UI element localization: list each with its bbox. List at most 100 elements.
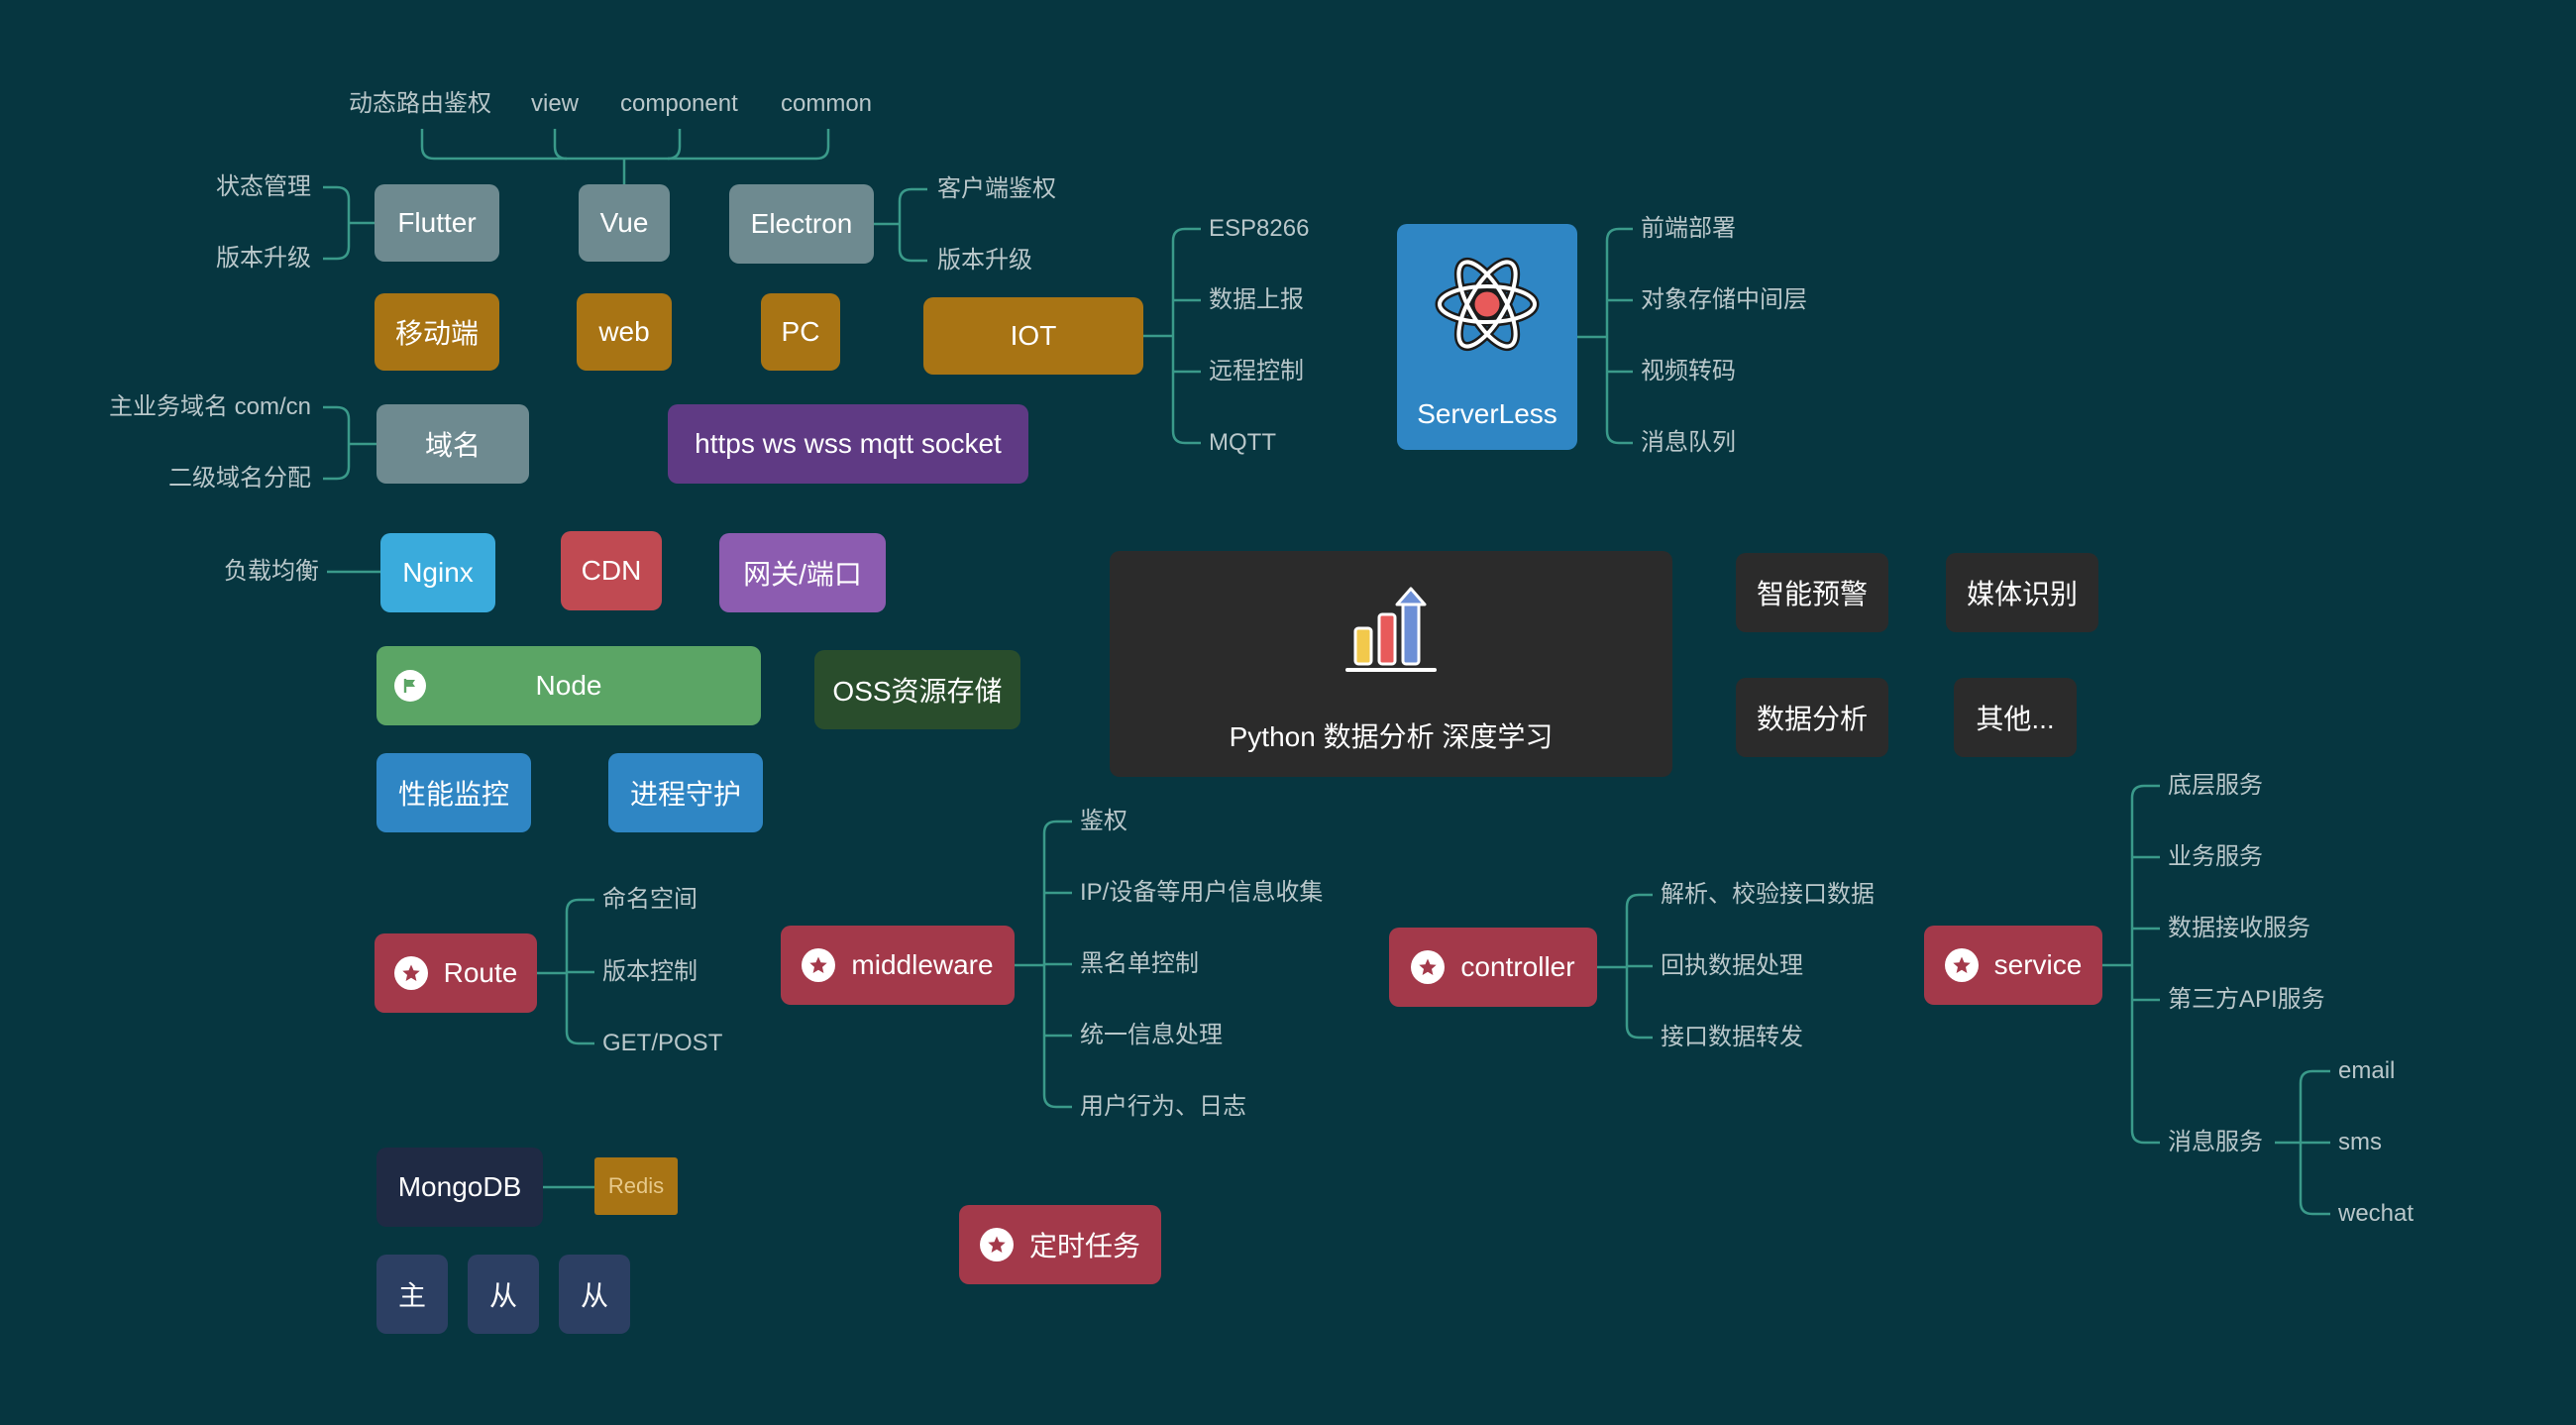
mobile-node[interactable]: 移动端: [375, 293, 499, 371]
electron-child-client-auth: 客户端鉴权: [937, 175, 1056, 202]
serverless-node[interactable]: ServerLess: [1397, 224, 1577, 450]
controller-child-receipt: 回执数据处理: [1661, 952, 1803, 979]
tile-others[interactable]: 其他...: [1954, 678, 2077, 757]
route-child-namespace: 命名空间: [602, 886, 698, 913]
controller-connector: [1625, 893, 1653, 908]
middleware-child-info-collect: IP/设备等用户信息收集: [1080, 879, 1324, 906]
bar-chart-arrow-icon: [1345, 587, 1437, 672]
electron-child-version-upgrade: 版本升级: [937, 247, 1032, 274]
mongodb-node[interactable]: MongoDB: [376, 1148, 543, 1227]
service-child-business: 业务服务: [2168, 843, 2263, 870]
service-connector: [2130, 1130, 2160, 1145]
service-label: service: [1993, 949, 2083, 980]
iot-node[interactable]: IOT: [923, 297, 1143, 375]
nginx-node[interactable]: Nginx: [380, 533, 495, 612]
controller-connector: [1625, 1025, 1653, 1040]
flutter-node[interactable]: Flutter: [375, 184, 499, 262]
db-replica-node[interactable]: 从: [468, 1255, 539, 1334]
node-runtime-bar[interactable]: Node: [376, 646, 761, 725]
gateway-node[interactable]: 网关/端口: [719, 533, 886, 612]
service-node[interactable]: service: [1924, 926, 2102, 1005]
serverless-connector: [1605, 227, 1633, 242]
framework-labels-bracket: [667, 129, 682, 161]
tile-media-recognition[interactable]: 媒体识别: [1946, 553, 2098, 632]
label-component: component: [620, 90, 738, 117]
star-icon: [802, 948, 836, 982]
message-child-wechat: wechat: [2338, 1200, 2415, 1227]
electron-connector: [898, 187, 927, 202]
framework-labels-bracket: [420, 129, 830, 161]
serverless-child-frontend-deploy: 前端部署: [1641, 215, 1736, 242]
electron-connector: [898, 248, 927, 263]
electron-node[interactable]: Electron: [729, 184, 874, 264]
db-replica-node[interactable]: 从: [559, 1255, 630, 1334]
flutter-child-state-management: 状态管理: [216, 173, 311, 200]
controller-child-parse-validate: 解析、校验接口数据: [1661, 881, 1875, 908]
protocols-node[interactable]: https ws wss mqtt socket: [668, 404, 1028, 484]
iot-child-esp8266: ESP8266: [1209, 215, 1310, 242]
db-primary-node[interactable]: 主: [376, 1255, 448, 1334]
web-node[interactable]: web: [577, 293, 672, 371]
tile-data-analysis[interactable]: 数据分析: [1736, 678, 1888, 757]
controller-child-forward: 接口数据转发: [1661, 1024, 1803, 1050]
middleware-child-behavior-log: 用户行为、日志: [1080, 1093, 1246, 1120]
nginx-child-load-balance: 负载均衡: [224, 558, 319, 585]
label-common: common: [781, 90, 873, 117]
flag-icon: [394, 670, 426, 702]
middleware-connector: [1042, 820, 1072, 834]
scheduled-task-node[interactable]: 定时任务: [959, 1205, 1161, 1284]
iot-connector: [1171, 430, 1201, 445]
domain-node[interactable]: 域名: [376, 404, 529, 484]
atom-icon: [1435, 257, 1540, 352]
iot-child-mqtt: MQTT: [1209, 429, 1276, 456]
oss-node[interactable]: OSS资源存储: [814, 650, 1020, 729]
label-view: view: [531, 90, 580, 117]
route-connector: [565, 898, 594, 913]
controller-label: controller: [1460, 951, 1575, 982]
iot-connector: [1171, 227, 1201, 242]
star-icon: [1944, 948, 1979, 982]
performance-monitor-node[interactable]: 性能监控: [376, 753, 531, 832]
label-dynamic-route-auth: 动态路由鉴权: [349, 90, 491, 117]
serverless-child-message-queue: 消息队列: [1641, 429, 1736, 456]
domain-child-main-domain: 主业务域名 com/cn: [108, 393, 311, 420]
route-child-version-control: 版本控制: [602, 958, 698, 985]
controller-node[interactable]: controller: [1389, 928, 1597, 1007]
framework-labels-bracket: [553, 129, 568, 161]
serverless-connector: [1605, 430, 1633, 445]
middleware-child-blacklist: 黑名单控制: [1080, 950, 1199, 977]
middleware-node[interactable]: middleware: [781, 926, 1015, 1005]
pc-node[interactable]: PC: [761, 293, 840, 371]
flutter-connector: [323, 246, 351, 261]
vue-node[interactable]: Vue: [579, 184, 670, 262]
message-child-sms: sms: [2338, 1129, 2382, 1155]
domain-connector: [323, 405, 351, 420]
route-child-get-post: GET/POST: [602, 1030, 723, 1056]
message-connector: [2299, 1201, 2330, 1216]
service-connector: [2130, 784, 2160, 799]
route-node[interactable]: Route: [375, 933, 537, 1013]
service-child-data-receive: 数据接收服务: [2168, 915, 2310, 941]
middleware-child-auth: 鉴权: [1080, 808, 1127, 834]
serverless-child-object-storage: 对象存储中间层: [1641, 286, 1807, 313]
process-daemon-node[interactable]: 进程守护: [608, 753, 763, 832]
cdn-node[interactable]: CDN: [561, 531, 662, 610]
middleware-label: middleware: [851, 949, 994, 980]
star-icon: [1411, 950, 1446, 984]
message-connector: [2299, 1069, 2330, 1084]
star-icon: [393, 956, 428, 990]
tile-smart-alert[interactable]: 智能预警: [1736, 553, 1888, 632]
middleware-child-unified-handling: 统一信息处理: [1080, 1022, 1223, 1048]
flutter-connector: [323, 185, 351, 200]
middleware-connector: [1042, 1094, 1072, 1109]
flutter-child-version-upgrade: 版本升级: [216, 245, 311, 272]
service-child-message: 消息服务: [2168, 1129, 2263, 1155]
serverless-child-video-transcode: 视频转码: [1641, 358, 1736, 384]
service-child-base: 底层服务: [2168, 772, 2263, 799]
redis-node[interactable]: Redis: [594, 1157, 678, 1215]
scheduled-task-label: 定时任务: [1028, 1231, 1140, 1261]
python-analysis-card[interactable]: Python 数据分析 深度学习: [1110, 551, 1672, 777]
domain-child-subdomain: 二级域名分配: [168, 465, 311, 492]
